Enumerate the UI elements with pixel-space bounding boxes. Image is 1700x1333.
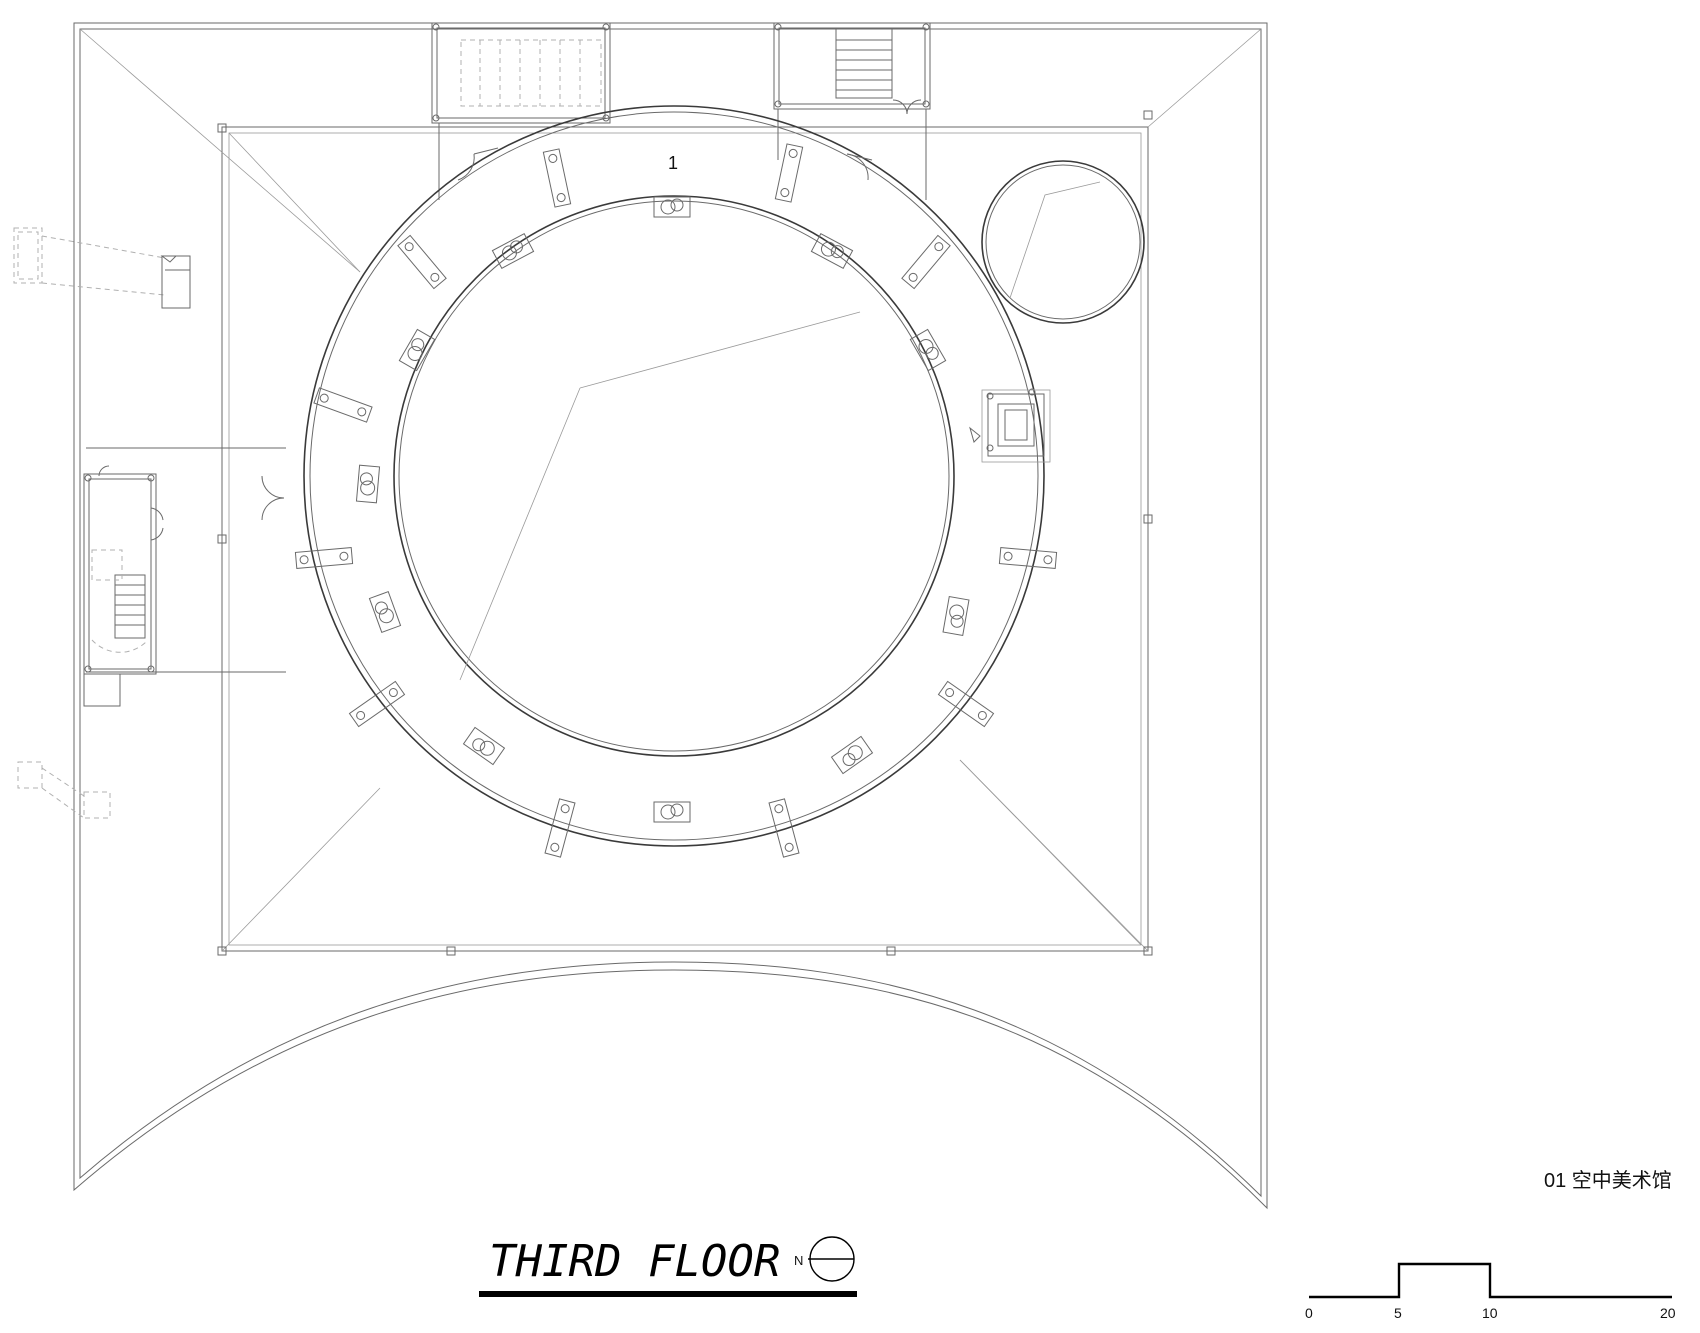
ring-doors	[261, 147, 873, 521]
display-benches	[294, 143, 1058, 858]
elevator-core	[969, 388, 1051, 463]
external-dashed-elements	[13, 227, 191, 819]
north-stair-core	[431, 22, 931, 200]
outer-wall	[73, 22, 1268, 1210]
ring-gallery	[303, 105, 1045, 847]
room-number-label: 1	[668, 153, 678, 173]
legend-entry: 01 空中美术馆	[1544, 1169, 1672, 1192]
circular-skylight	[981, 160, 1145, 324]
inner-slab	[79, 28, 1262, 952]
scale-tick-10: 10	[1482, 1305, 1498, 1321]
scale-tick-5: 5	[1394, 1305, 1402, 1321]
display-tables	[355, 196, 970, 823]
scale-bar	[1309, 1262, 1672, 1299]
west-stair-core	[83, 447, 286, 707]
scale-tick-20: 20	[1660, 1305, 1676, 1321]
drawing-title: THIRD FLOOR	[489, 1236, 780, 1287]
title-underline	[479, 1291, 857, 1297]
scale-tick-0: 0	[1305, 1305, 1313, 1321]
north-label: N	[794, 1253, 803, 1268]
north-arrow-symbol	[808, 1236, 855, 1282]
columns	[217, 110, 1153, 956]
